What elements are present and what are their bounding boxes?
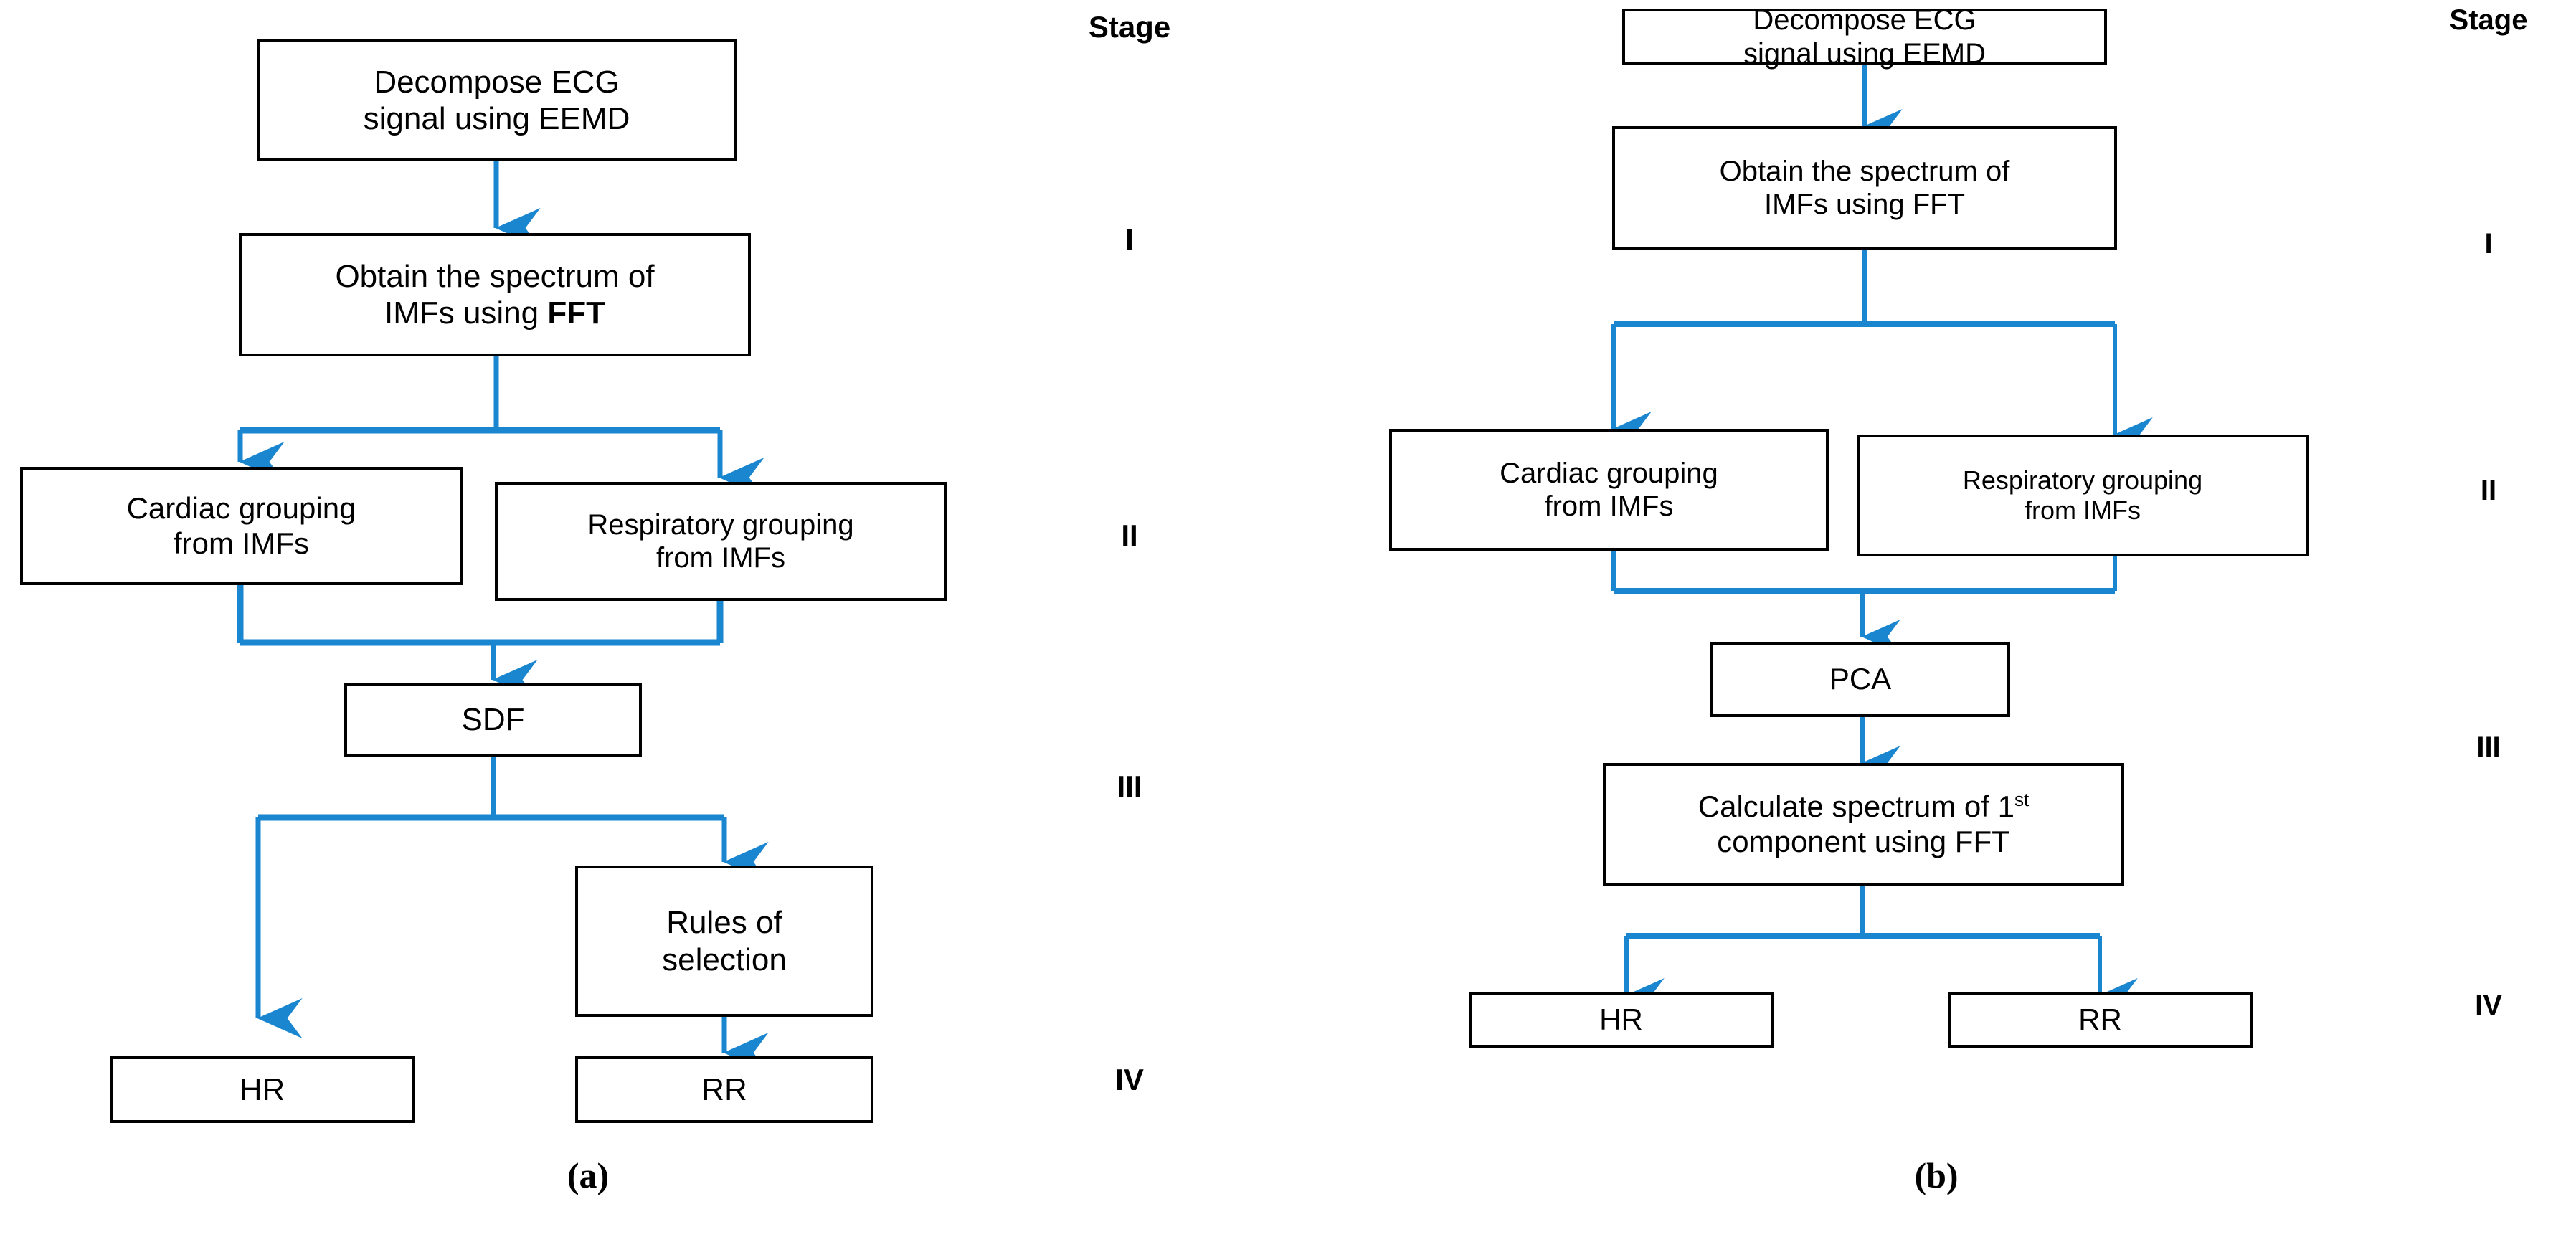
node-a-decompose-ecg[interactable]: Decompose ECG signal using EEMD xyxy=(257,39,737,161)
stage-number-a-1: I xyxy=(1125,222,1134,256)
node-a-spectrum-line1: Obtain the spectrum of xyxy=(335,258,655,294)
node-b-rr-label: RR xyxy=(2078,1002,2122,1036)
node-a-sdf[interactable]: SDF xyxy=(344,683,642,757)
stage-number-b-1: I xyxy=(2484,228,2493,260)
node-b-decompose-line2: signal using EEMD xyxy=(1743,37,1986,70)
node-b-obtain-spectrum[interactable]: Obtain the spectrum of IMFs using FFT xyxy=(1612,126,2117,250)
node-a-cardiac-line2: from IMFs xyxy=(174,526,309,560)
node-b-pca[interactable]: PCA xyxy=(1710,642,2010,717)
node-b-calculate-spectrum[interactable]: Calculate spectrum of 1st component usin… xyxy=(1603,763,2124,886)
node-b-respiratory-grouping[interactable]: Respiratory grouping from IMFs xyxy=(1857,435,2309,556)
node-a-hr-label: HR xyxy=(239,1071,285,1107)
caption-panel-b: (b) xyxy=(1914,1155,1959,1195)
caption-panel-a: (a) xyxy=(567,1155,610,1195)
node-b-calcspec-line1: Calculate spectrum of 1st xyxy=(1698,790,2029,823)
node-b-decompose-ecg[interactable]: Decompose ECG signal using EEMD xyxy=(1622,4,2107,70)
stage-number-a-3: III xyxy=(1117,769,1142,803)
node-b-pca-label: PCA xyxy=(1829,662,1892,696)
node-a-cardiac-grouping[interactable]: Cardiac grouping from IMFs xyxy=(20,467,463,585)
stage-number-b-4: IV xyxy=(2475,990,2502,1021)
node-b-calcspec-line1-pre: Calculate spectrum of 1 xyxy=(1697,790,2014,824)
node-b-respiratory-line2: from IMFs xyxy=(2025,496,2141,525)
node-b-hr[interactable]: HR xyxy=(1469,992,1774,1048)
node-a-respiratory-line1: Respiratory grouping xyxy=(587,508,854,541)
node-b-respiratory-line1: Respiratory grouping xyxy=(1962,465,2203,496)
node-b-cardiac-grouping[interactable]: Cardiac grouping from IMFs xyxy=(1389,429,1829,551)
node-a-rr[interactable]: RR xyxy=(575,1056,873,1123)
node-a-obtain-spectrum[interactable]: Obtain the spectrum of IMFs using FFT xyxy=(239,233,751,356)
node-a-sdf-label: SDF xyxy=(461,702,525,738)
node-a-rules-line2: selection xyxy=(662,942,787,977)
stage-number-b-3: III xyxy=(2476,731,2501,763)
node-a-rr-label: RR xyxy=(701,1071,747,1107)
node-b-decompose-line1: Decompose ECG xyxy=(1753,4,1976,37)
stage-number-a-2: II xyxy=(1121,518,1138,552)
node-a-rules-line1: Rules of xyxy=(666,905,782,941)
node-a-hr[interactable]: HR xyxy=(110,1056,415,1123)
stage-header-a: Stage xyxy=(1088,10,1171,44)
node-b-rr[interactable]: RR xyxy=(1948,992,2253,1048)
node-a-cardiac-line1: Cardiac grouping xyxy=(126,490,356,525)
node-b-spectrum-line2: IMFs using FFT xyxy=(1763,189,1966,220)
node-b-calcspec-line2: component using FFT xyxy=(1717,825,2010,858)
node-a-decompose-line2: signal using EEMD xyxy=(363,101,630,136)
node-b-hr-label: HR xyxy=(1599,1002,1643,1036)
node-a-decompose-line1: Decompose ECG xyxy=(374,64,620,100)
node-b-calcspec-ordinal-suffix: st xyxy=(2014,789,2030,811)
node-b-cardiac-line2: from IMFs xyxy=(1544,490,1674,522)
node-a-spectrum-line2-pre: IMFs using xyxy=(384,295,548,331)
node-a-respiratory-line2: from IMFs xyxy=(656,542,785,574)
stage-number-b-2: II xyxy=(2480,475,2497,506)
stage-header-b: Stage xyxy=(2449,4,2528,36)
node-a-respiratory-grouping[interactable]: Respiratory grouping from IMFs xyxy=(495,482,947,601)
node-b-cardiac-line1: Cardiac grouping xyxy=(1500,457,1718,489)
node-b-spectrum-line1: Obtain the spectrum of xyxy=(1719,155,2010,187)
node-a-rules-of-selection[interactable]: Rules of selection xyxy=(575,866,873,1017)
node-a-spectrum-fft-bold: FFT xyxy=(547,295,606,331)
stage-number-a-4: IV xyxy=(1115,1063,1144,1096)
